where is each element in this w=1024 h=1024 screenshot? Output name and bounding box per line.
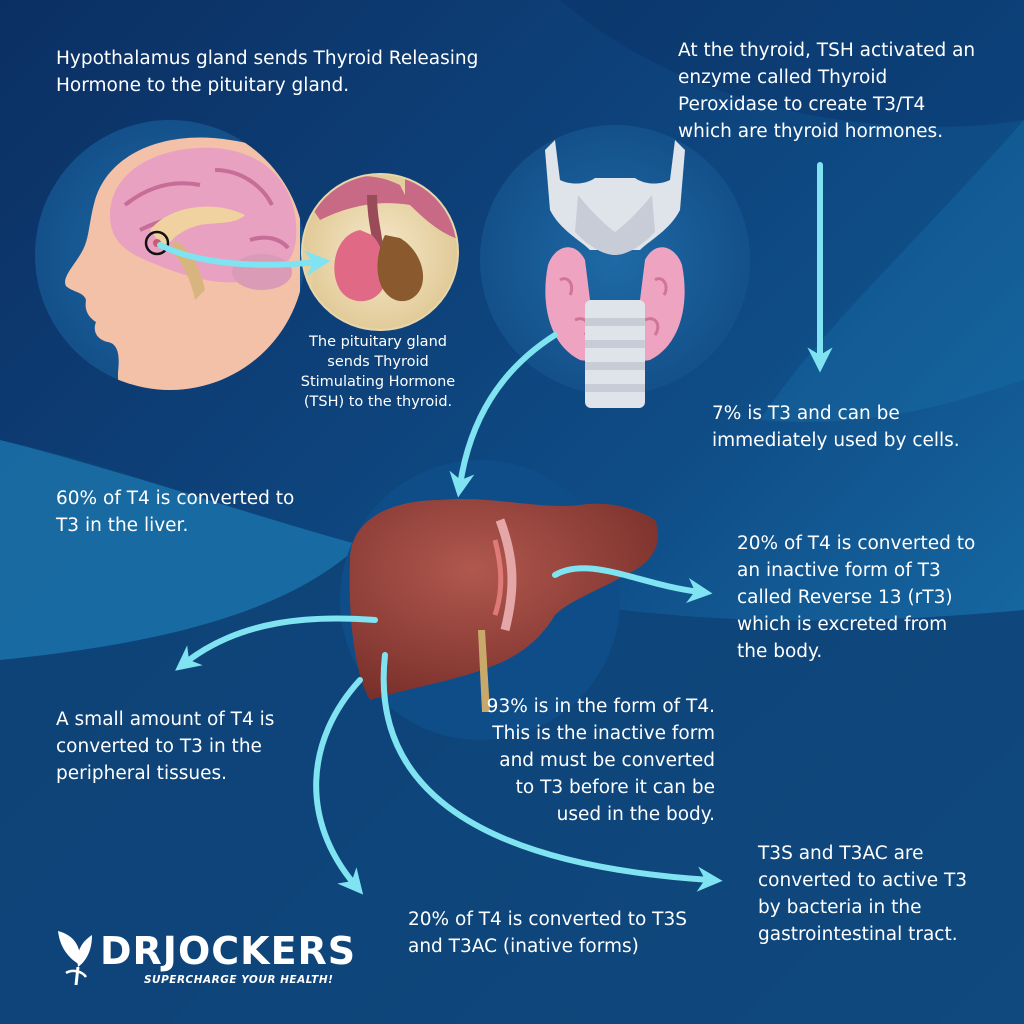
liver-illustration	[340, 460, 659, 740]
flow-arrows	[157, 162, 833, 895]
leaf-logo-icon	[58, 931, 92, 986]
logo-tagline: SUPERCHARGE YOUR HEALTH!	[144, 974, 334, 986]
t4-ninety-three-percent-caption: 93% is in the form of T4. This is the in…	[486, 696, 715, 825]
thyroid-caption: At the thyroid, TSH activated an enzyme …	[678, 40, 976, 142]
peripheral-tissues-caption: A small amount of T4 is converted to T3 …	[56, 709, 275, 784]
head-brain-illustration	[35, 120, 305, 390]
drjockers-logo: DRJOCKERS SUPERCHARGE YOUR HEALTH!	[52, 925, 355, 995]
hypothalamus-caption: Hypothalamus gland sends Thyroid Releasi…	[56, 48, 479, 96]
t3s-bacteria-caption: T3S and T3AC are converted to active T3 …	[758, 843, 968, 945]
t3s-twenty-percent-caption: 20% of T4 is converted to T3S and T3AC (…	[408, 909, 687, 957]
thyroid-gland-illustration	[480, 125, 750, 408]
reverse-t3-caption: 20% of T4 is converted to an inactive fo…	[737, 533, 976, 662]
logo-brand: DRJOCKERS	[100, 929, 357, 973]
pituitary-caption: The pituitary gland sends Thyroid Stimul…	[300, 334, 456, 410]
liver-sixty-percent-caption: 60% of T4 is converted to T3 in the live…	[56, 488, 295, 536]
t3-seven-percent-caption: 7% is T3 and can be immediately used by …	[712, 403, 960, 451]
